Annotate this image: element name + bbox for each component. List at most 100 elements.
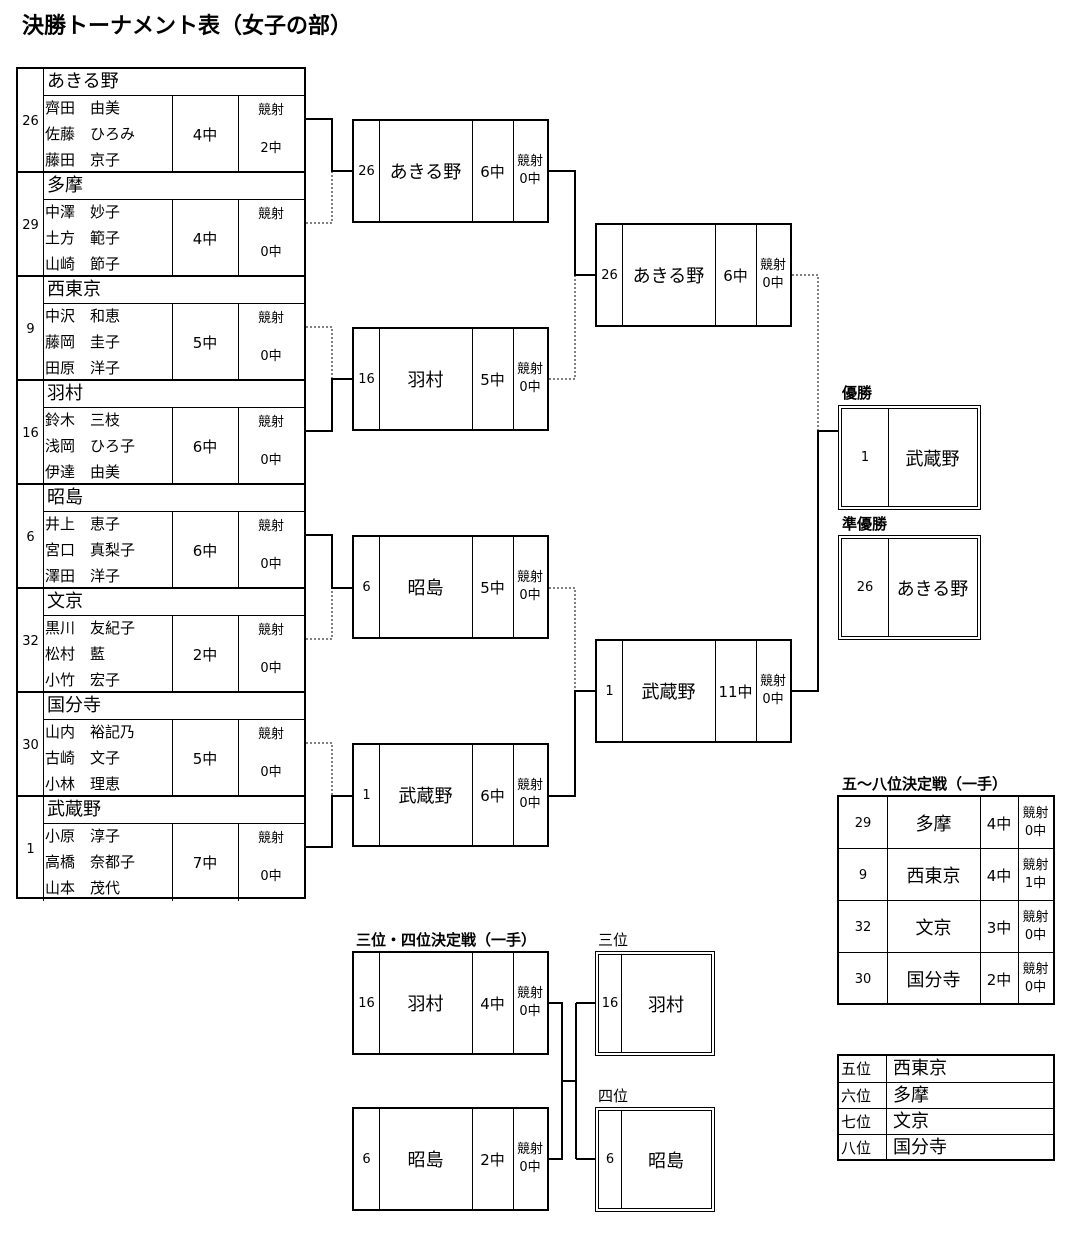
shootoff-score: 0中 bbox=[260, 869, 282, 884]
shootoff-cell: 競射 0中 bbox=[238, 199, 304, 277]
round2-match-box: 1 武蔵野 6中 競射 0中 bbox=[352, 743, 549, 847]
shootoff-label: 競射 bbox=[257, 207, 284, 222]
team-name: 武蔵野 bbox=[43, 797, 304, 824]
shootoff-label: 競射 bbox=[257, 623, 284, 638]
team-players: 中澤 妙子 土方 範子 山崎 節子 bbox=[43, 199, 173, 277]
shootoff-label: 競射 bbox=[1022, 858, 1049, 873]
team-score: 5中 bbox=[172, 303, 239, 381]
shootoff-score: 0中 bbox=[519, 588, 541, 603]
placement-score: 4中 bbox=[980, 797, 1019, 849]
team-name: 文京 bbox=[43, 589, 304, 616]
team-block: 29 多摩 中澤 妙子 土方 範子 山崎 節子 4中 競射 0中 bbox=[18, 171, 304, 277]
match-score: 5中 bbox=[472, 537, 514, 637]
shootoff-score: 0中 bbox=[519, 172, 541, 187]
placement-team: 国分寺 bbox=[887, 953, 981, 1005]
match-number: 6 bbox=[354, 1109, 380, 1209]
third-number: 16 bbox=[599, 955, 622, 1052]
team-name: 多摩 bbox=[43, 173, 304, 200]
team-players: 黒川 友紀子 松村 藍 小竹 宏子 bbox=[43, 615, 173, 693]
shootoff-label: 競射 bbox=[257, 519, 284, 534]
shootoff-cell: 競射 0中 bbox=[238, 823, 304, 901]
match-number: 26 bbox=[597, 225, 623, 325]
shootoff-cell: 競射 0中 bbox=[238, 511, 304, 589]
shootoff-score: 0中 bbox=[519, 1160, 541, 1175]
match-score: 5中 bbox=[472, 329, 514, 429]
placement-number: 30 bbox=[839, 953, 888, 1005]
third-name: 羽村 bbox=[648, 994, 684, 1016]
player-name: 土方 範子 bbox=[45, 229, 121, 247]
fourth-box: 6 昭島 bbox=[595, 1107, 715, 1212]
team-score: 4中 bbox=[172, 95, 239, 173]
team-block: 26 あきる野 齊田 由美 佐藤 ひろみ 藤田 京子 4中 競射 2中 bbox=[18, 69, 304, 173]
shootoff-label: 競射 bbox=[257, 311, 284, 326]
team-number: 6 bbox=[18, 485, 44, 589]
shootoff-score: 0中 bbox=[260, 349, 282, 364]
shootoff-label: 競射 bbox=[516, 1142, 543, 1157]
shootoff-label: 競射 bbox=[257, 727, 284, 742]
team-number: 29 bbox=[18, 173, 44, 277]
player-name: 小林 理恵 bbox=[45, 775, 121, 793]
round2-match-box: 26 あきる野 6中 競射 0中 bbox=[352, 119, 549, 223]
placement-team: 多摩 bbox=[887, 797, 981, 849]
page-title: 決勝トーナメント表（女子の部） bbox=[22, 14, 353, 39]
shootoff-cell: 競射 0中 bbox=[238, 303, 304, 381]
shootoff-score: 0中 bbox=[1024, 824, 1047, 839]
match-number: 26 bbox=[354, 121, 380, 221]
player-name: 澤田 洋子 bbox=[45, 567, 121, 585]
ranking-team: 多摩 bbox=[893, 1085, 929, 1106]
champion-name: 武蔵野 bbox=[905, 448, 960, 470]
placement-shootoff: 競射 0中 bbox=[1018, 901, 1053, 953]
shootoff-score: 0中 bbox=[519, 380, 541, 395]
placement-row: 9 西東京 4中 競射 1中 bbox=[839, 848, 1053, 901]
round2-match-box: 16 羽村 5中 競射 0中 bbox=[352, 327, 549, 431]
match-team-name: あきる野 bbox=[622, 225, 716, 325]
placement-row: 32 文京 3中 競射 0中 bbox=[839, 900, 1053, 953]
player-name: 山本 茂代 bbox=[45, 879, 121, 897]
team-block: 32 文京 黒川 友紀子 松村 藍 小竹 宏子 2中 競射 0中 bbox=[18, 587, 304, 693]
shootoff-cell: 競射 0中 bbox=[238, 719, 304, 797]
match-score: 4中 bbox=[472, 953, 514, 1053]
team-block: 6 昭島 井上 恵子 宮口 真梨子 澤田 洋子 6中 競射 0中 bbox=[18, 483, 304, 589]
team-number: 30 bbox=[18, 693, 44, 797]
match-shootoff: 競射 0中 bbox=[513, 1109, 547, 1209]
shootoff-score: 2中 bbox=[260, 141, 282, 156]
shootoff-score: 1中 bbox=[1024, 876, 1047, 891]
player-name: 山崎 節子 bbox=[45, 255, 121, 273]
champion-number: 1 bbox=[842, 409, 889, 506]
team-number: 1 bbox=[18, 797, 44, 901]
shootoff-score: 0中 bbox=[260, 557, 282, 572]
ranking-row: 六位 多摩 bbox=[839, 1082, 1053, 1109]
placement-shootoff: 競射 0中 bbox=[1018, 797, 1053, 849]
shootoff-label: 競射 bbox=[257, 415, 284, 430]
match-number: 16 bbox=[354, 953, 380, 1053]
match-team-name: 武蔵野 bbox=[379, 745, 473, 845]
team-players: 山内 裕記乃 古崎 文子 小林 理恵 bbox=[43, 719, 173, 797]
shootoff-score: 0中 bbox=[260, 453, 282, 468]
player-name: 宮口 真梨子 bbox=[45, 541, 136, 559]
placement-shootoff: 競射 1中 bbox=[1018, 849, 1053, 901]
match-team-name: 羽村 bbox=[379, 329, 473, 429]
match-shootoff: 競射 0中 bbox=[513, 537, 547, 637]
fourth-name: 昭島 bbox=[648, 1150, 684, 1172]
ranking-team: 西東京 bbox=[893, 1058, 947, 1079]
shootoff-label: 競射 bbox=[1022, 806, 1049, 821]
match-shootoff: 競射 0中 bbox=[513, 121, 547, 221]
team-block: 16 羽村 鈴木 三枝 浅岡 ひろ子 伊達 由美 6中 競射 0中 bbox=[18, 379, 304, 485]
ranking-row: 七位 文京 bbox=[839, 1108, 1053, 1135]
shootoff-cell: 競射 2中 bbox=[238, 95, 304, 173]
placement-number: 32 bbox=[839, 901, 888, 953]
match-number: 1 bbox=[597, 641, 623, 741]
match-shootoff: 競射 0中 bbox=[513, 953, 547, 1053]
round2-match-box: 6 昭島 5中 競射 0中 bbox=[352, 535, 549, 639]
champion-label: 優勝 bbox=[842, 384, 873, 402]
team-number: 26 bbox=[18, 69, 44, 173]
player-name: 井上 恵子 bbox=[45, 515, 121, 533]
semifinal-match-box: 1 武蔵野 11中 競射 0中 bbox=[595, 639, 792, 743]
shootoff-label: 競射 bbox=[1022, 962, 1049, 977]
shootoff-label: 競射 bbox=[257, 831, 284, 846]
match-team-name: 昭島 bbox=[379, 1109, 473, 1209]
shootoff-label: 競射 bbox=[516, 154, 543, 169]
team-players: 井上 恵子 宮口 真梨子 澤田 洋子 bbox=[43, 511, 173, 589]
player-name: 小竹 宏子 bbox=[45, 671, 121, 689]
